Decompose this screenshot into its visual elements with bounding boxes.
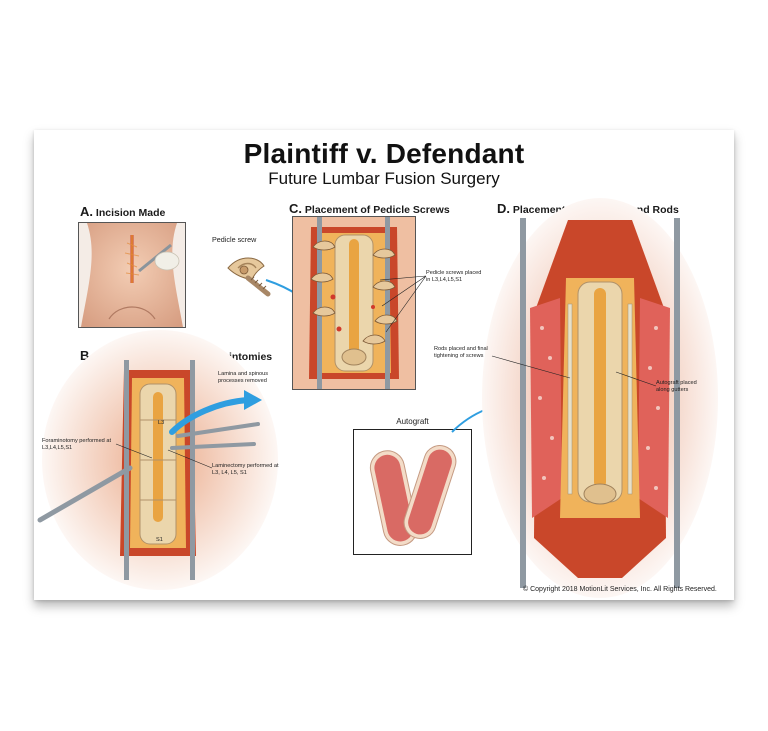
pedicle-screw-label: Pedicle screw <box>212 235 257 244</box>
foraminotomy-note: Foraminotomy performed at L3,L4,L5,S1 <box>42 438 111 452</box>
surgical-field-d <box>482 198 718 598</box>
panel-d-letter: D. <box>497 201 510 216</box>
autograft-gutters-line-2: along gutters <box>656 387 689 393</box>
laminectomy-line-2: L3, L4, L5, S1 <box>212 470 247 476</box>
exhibit-title: Plaintiff v. Defendant <box>243 138 525 169</box>
back-illustration <box>79 223 185 327</box>
exhibit-subtitle: Future Lumbar Fusion Surgery <box>268 169 500 188</box>
panel-c-letter: C. <box>289 201 302 216</box>
pedicle-screw-icon <box>227 257 271 297</box>
lamina-note: Lamina and spinous processes removed <box>218 371 268 385</box>
autograft-bone-strips <box>369 445 457 546</box>
pedicle-screws-placed-note: Pedicle screws placed in L3,L4,L5,S1 <box>426 270 481 284</box>
rods-note: Rods placed and final tightening of scre… <box>434 346 488 360</box>
panel-a-label: A. Incision Made <box>80 204 165 219</box>
lamina-line-2: processes removed <box>218 378 267 384</box>
panel-a-title: Incision Made <box>95 207 166 219</box>
pedicle-screws-illustration <box>292 216 416 390</box>
panel-c-title: Placement of Pedicle Screws <box>304 204 450 216</box>
rods-line-2: tightening of screws <box>434 353 484 359</box>
foraminotomy-line-1: Foraminotomy performed at <box>42 438 112 444</box>
autograft-gutters-leader-line <box>615 371 657 387</box>
level-l3-label: L3 <box>158 420 165 426</box>
rods-line-1: Rods placed and final <box>434 346 488 352</box>
copyright-text: © Copyright 2018 MotionLit Services, Inc… <box>523 586 717 593</box>
laminectomy-leader-lines <box>115 443 213 469</box>
laminectomy-note: Laminectomy performed at L3, L4, L5, S1 <box>212 463 279 477</box>
pedicle-screws-leader-lines <box>379 275 427 333</box>
level-s1-label: S1 <box>156 537 163 543</box>
incision-illustration <box>78 222 186 328</box>
lamina-removed-arrow <box>169 390 262 435</box>
lamina-line-1: Lamina and spinous <box>218 371 269 377</box>
pedicle-screws-placed-line-1: Pedicle screws placed <box>426 270 482 276</box>
autograft-gutters-line-1: Autograft placed <box>656 380 697 386</box>
surgical-field-b <box>37 330 278 590</box>
autograft-label: Autograft <box>396 417 429 426</box>
laminectomy-line-1: Laminectomy performed at <box>212 463 279 469</box>
panel-a-letter: A. <box>80 204 93 219</box>
foraminotomy-line-2: L3,L4,L5,S1 <box>42 445 73 451</box>
panel-c-label: C. Placement of Pedicle Screws <box>289 201 450 216</box>
rods-leader-lines <box>491 355 571 379</box>
surgical-field-c <box>293 217 415 389</box>
autograft-inset: Autograft <box>353 418 472 555</box>
autograft-gutters-note: Autograft placed along gutters <box>656 380 697 394</box>
pedicle-screws-placed-line-2: in L3,L4,L5,S1 <box>426 277 463 283</box>
